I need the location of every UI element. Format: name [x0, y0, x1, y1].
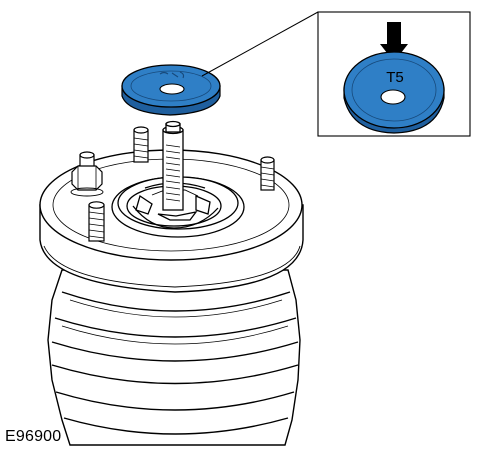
washer-exploded	[121, 64, 221, 116]
center-stud	[162, 120, 184, 211]
mounting-stud-front	[88, 201, 105, 242]
mounting-stud-back	[133, 126, 149, 163]
washer-marking-label: T5	[386, 69, 404, 86]
hex-nut	[70, 151, 104, 197]
detail-callout-box: T5	[317, 11, 471, 137]
mount-lower-body	[47, 269, 301, 446]
mounting-stud-right	[260, 156, 275, 191]
figure-id-label: E96900	[5, 428, 62, 445]
washer-detail: T5	[343, 51, 445, 134]
callout-leader-line	[201, 11, 319, 77]
